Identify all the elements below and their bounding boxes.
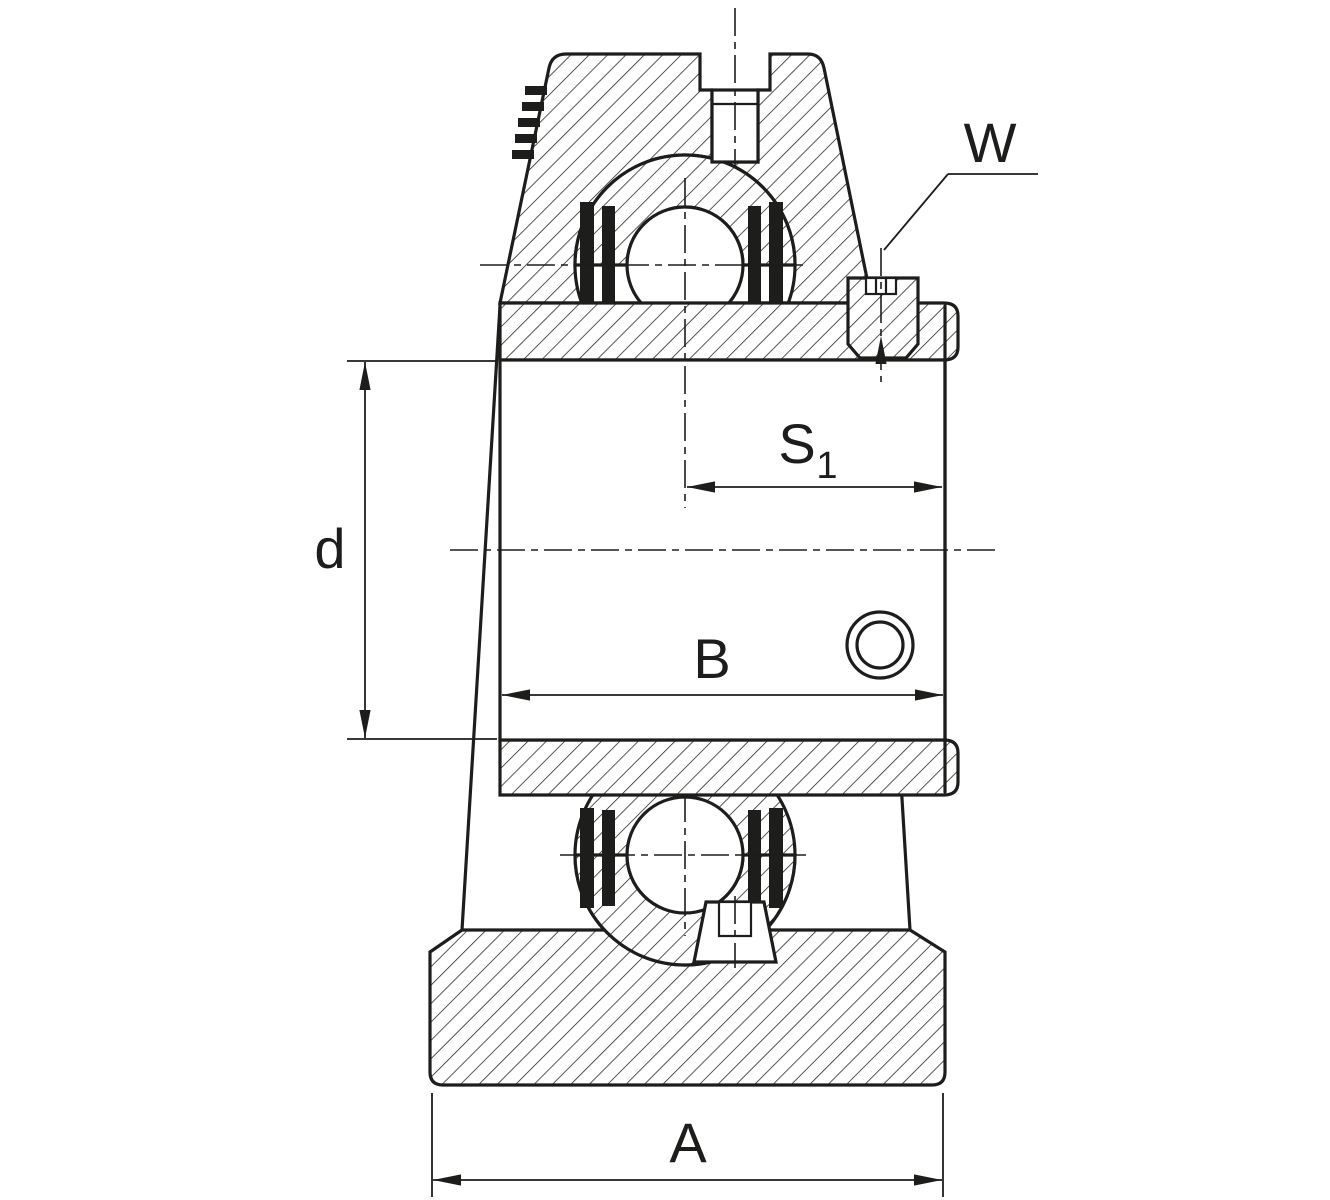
seal-top-left	[580, 202, 615, 302]
seal-strip	[769, 202, 783, 302]
set-screw-body	[846, 276, 920, 360]
inner-ring-upper	[498, 301, 960, 362]
housing-left-profile-line	[460, 304, 502, 932]
dimension-b: B	[502, 627, 943, 701]
leader-line	[883, 173, 949, 251]
seal-strip	[748, 810, 761, 906]
arrowhead-right	[914, 1174, 942, 1186]
bearing-bottom	[573, 795, 797, 967]
dimension-label-b: B	[693, 627, 730, 690]
serration-marks	[512, 86, 547, 159]
dimension-s1: S 1	[687, 412, 942, 493]
arrowhead-left	[502, 689, 530, 701]
arrowhead-right	[915, 689, 943, 701]
serration-bar	[522, 102, 544, 111]
inner-ring-lower	[498, 738, 960, 797]
arrowhead-up	[359, 362, 371, 390]
seal-top-right	[748, 202, 783, 302]
arrowhead-up	[875, 336, 887, 364]
dimension-label-d: d	[314, 517, 345, 580]
set-screw-hole-inner	[855, 620, 905, 670]
dimension-label-s1: S	[778, 412, 815, 475]
seal-bottom-left	[580, 808, 615, 908]
serration-bar	[518, 118, 540, 127]
seal-strip	[602, 206, 615, 302]
seal-strip	[580, 202, 594, 302]
seal-strip	[769, 808, 783, 908]
dimension-d: d	[314, 360, 497, 740]
serration-bar	[515, 134, 537, 143]
dimension-a: A	[431, 1093, 944, 1197]
seal-strip	[748, 206, 761, 302]
seal-strip	[602, 810, 615, 906]
seal-strip	[580, 808, 594, 908]
callout-w: W	[875, 111, 1038, 364]
callout-label-w: W	[964, 111, 1017, 174]
shaft	[498, 304, 947, 794]
arrowhead-down	[359, 710, 371, 738]
arrowhead-left	[433, 1174, 461, 1186]
arrowhead-left	[687, 481, 715, 493]
serration-bar	[525, 86, 547, 95]
set-screw-w	[846, 276, 920, 360]
dimension-label-s1-subscript: 1	[816, 445, 837, 487]
serration-bar	[512, 150, 534, 159]
dimension-label-a: A	[669, 1111, 707, 1174]
arrowhead-right	[914, 481, 942, 493]
seal-bottom-right	[748, 808, 783, 908]
